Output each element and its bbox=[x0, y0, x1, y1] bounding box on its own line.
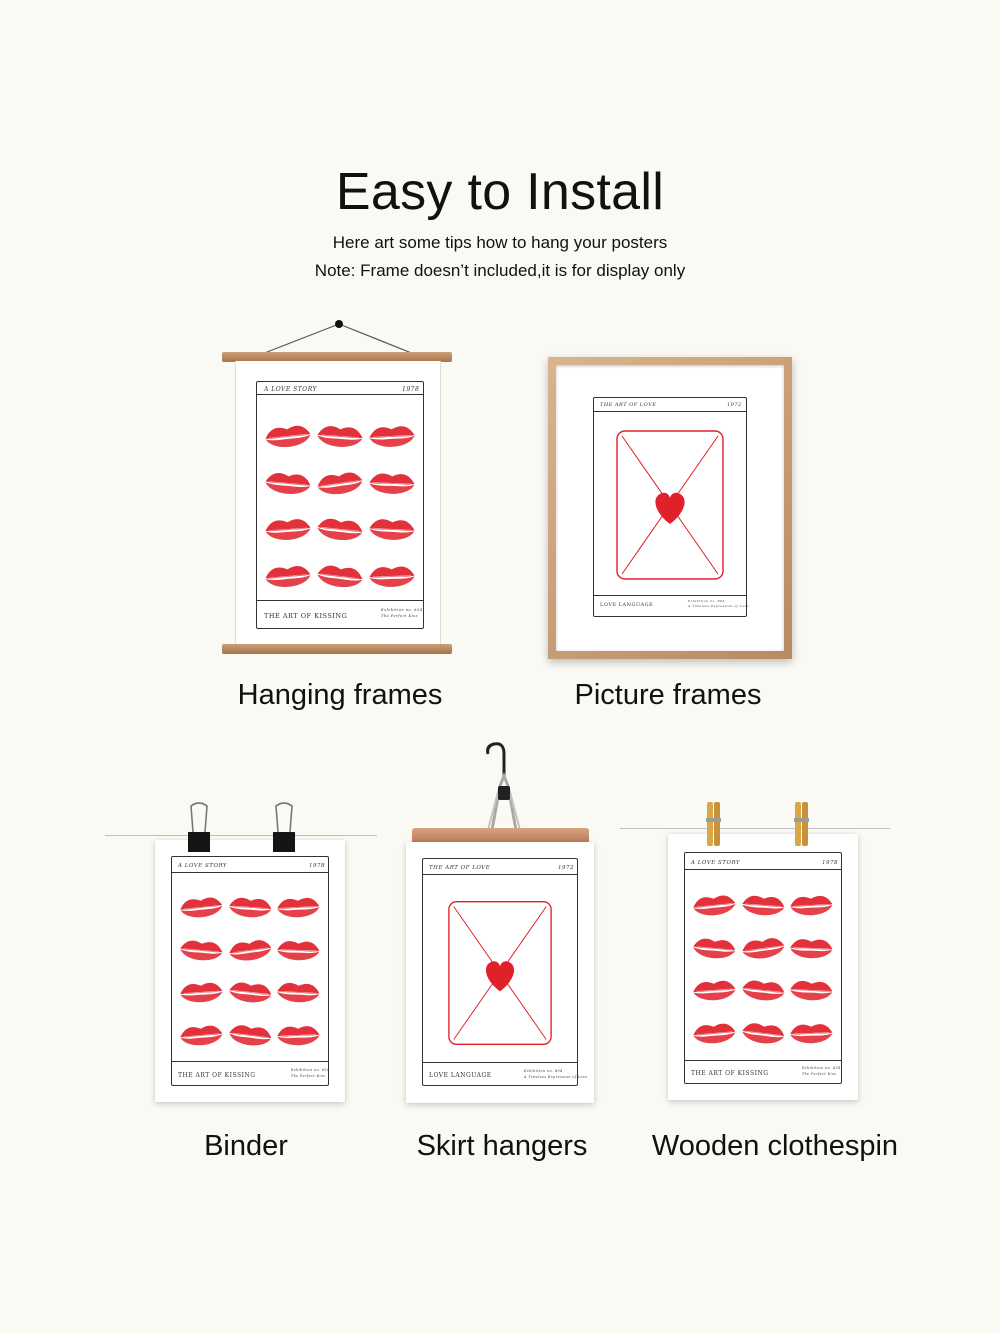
kiss-mark-icon bbox=[180, 897, 223, 918]
kiss-mark-icon bbox=[228, 982, 271, 1003]
kiss-mark-icon bbox=[693, 980, 736, 1001]
kiss-mark-icon bbox=[742, 937, 784, 958]
kiss-mark-icon bbox=[265, 425, 311, 447]
clothespin-icon bbox=[706, 802, 721, 846]
kiss-mark-icon bbox=[277, 940, 320, 960]
caption-wooden-clothespin: Wooden clothespin bbox=[651, 1130, 899, 1162]
kiss-mark-icon bbox=[228, 1024, 271, 1045]
caption-binder: Binder bbox=[204, 1130, 288, 1162]
kiss-mark-icon bbox=[265, 472, 311, 494]
kiss-mark-icon bbox=[277, 982, 320, 1003]
kiss-mark-icon bbox=[277, 1025, 320, 1045]
kiss-mark-icon bbox=[180, 940, 223, 960]
hanging-frame-top-rod bbox=[222, 352, 452, 362]
kiss-mark-icon bbox=[317, 471, 363, 494]
kiss-mark-icon bbox=[790, 1023, 833, 1043]
kiss-mark-icon bbox=[229, 939, 271, 960]
kiss-mark-icon bbox=[741, 895, 785, 916]
hanging-frame-bottom-rod bbox=[222, 644, 452, 654]
caption-picture-frames: Picture frames bbox=[574, 679, 762, 711]
page-title: Easy to Install bbox=[335, 163, 665, 221]
kiss-mark-icon bbox=[180, 1025, 223, 1045]
kiss-mark-icon bbox=[369, 426, 415, 447]
binder-clip-icon bbox=[188, 802, 210, 852]
kiss-mark-icon bbox=[693, 1023, 736, 1043]
binder-wire bbox=[105, 835, 377, 836]
kiss-mark-icon bbox=[369, 473, 415, 494]
poster-skirt-hangers: THE ART OF LOVE 1972 LOVE LANGUAGE Exhib… bbox=[406, 842, 594, 1103]
kiss-mark-icon bbox=[693, 895, 736, 916]
poster-wooden-clothespin: A LOVE STORY 1978 bbox=[668, 834, 858, 1100]
skirt-hanger-hook-icon bbox=[486, 742, 521, 831]
kiss-mark-icon bbox=[741, 1022, 784, 1043]
kiss-mark-icon bbox=[180, 982, 223, 1003]
kiss-mark-icon bbox=[317, 565, 363, 587]
kiss-mark-icon bbox=[265, 519, 311, 540]
kiss-mark-icon bbox=[277, 897, 320, 918]
kiss-mark-icon bbox=[790, 980, 833, 1001]
kiss-mark-icon bbox=[369, 566, 415, 587]
caption-hanging-frames: Hanging frames bbox=[237, 679, 443, 711]
caption-skirt-hangers: Skirt hangers bbox=[416, 1130, 588, 1162]
poster-picture-frames: THE ART OF LOVE 1972 LOVE LANGUAGE Exhib… bbox=[590, 394, 750, 620]
binder-clip-icon bbox=[273, 802, 295, 852]
clothespin-icon bbox=[794, 802, 809, 846]
kiss-mark-icon bbox=[741, 980, 784, 1001]
kiss-mark-icon bbox=[317, 426, 363, 447]
kiss-mark-icon bbox=[228, 897, 272, 918]
kiss-mark-icon bbox=[790, 895, 833, 916]
note-text: Note: Frame doesn’t included,it is for d… bbox=[314, 261, 686, 280]
kiss-mark-icon bbox=[317, 518, 363, 540]
kiss-mark-icon bbox=[265, 565, 311, 587]
kiss-mark-icon bbox=[369, 519, 415, 540]
poster-hanging-frames: A LOVE STORY 1978 bbox=[235, 361, 441, 645]
poster-binder: A LOVE STORY 1978 bbox=[155, 840, 345, 1102]
hanging-string bbox=[261, 320, 415, 355]
tip-text: Here art some tips how to hang your post… bbox=[332, 233, 668, 252]
kiss-mark-icon bbox=[790, 938, 833, 958]
kiss-mark-icon bbox=[693, 938, 736, 958]
clothespin-wire bbox=[620, 828, 890, 829]
